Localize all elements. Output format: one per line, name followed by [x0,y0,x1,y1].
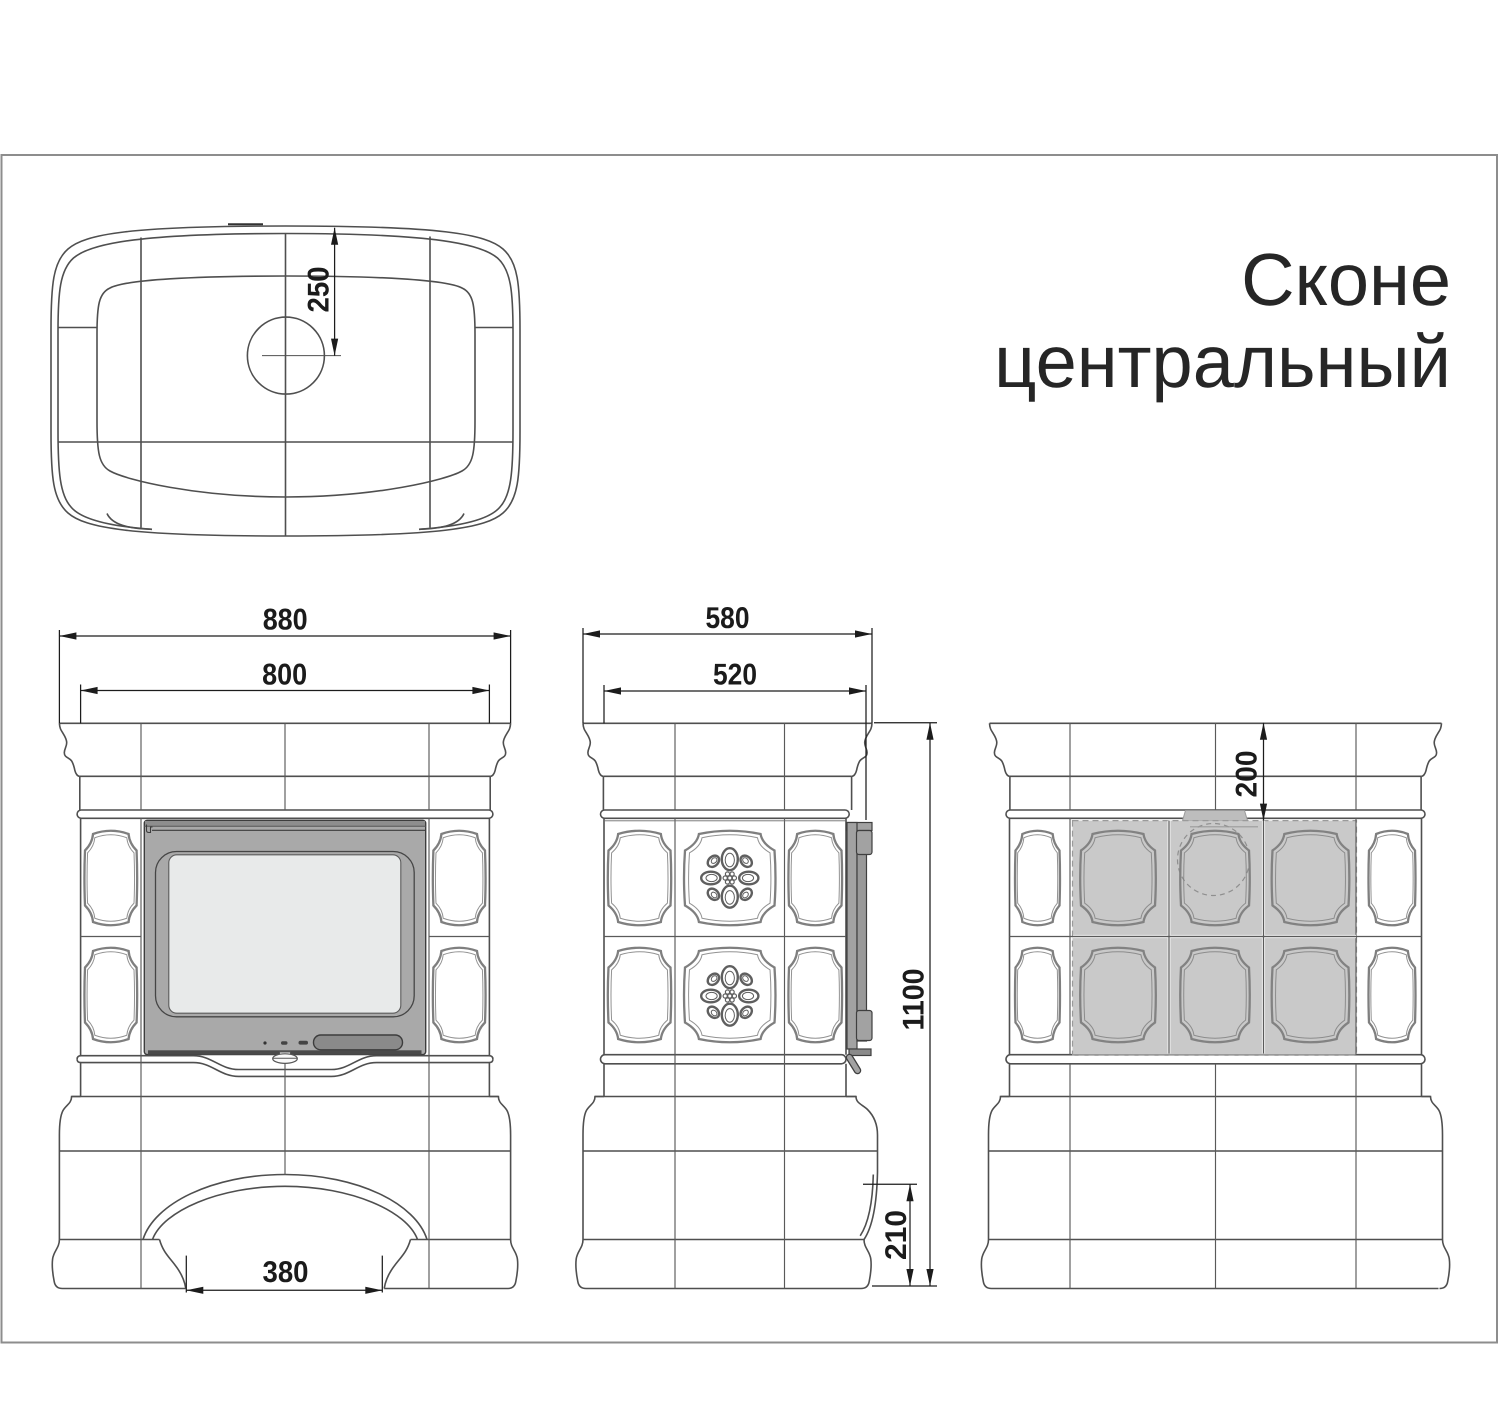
svg-text:800: 800 [262,659,307,692]
svg-text:250: 250 [303,267,336,313]
svg-text:200: 200 [1231,751,1264,798]
svg-text:Сконе: Сконе [1241,238,1451,321]
svg-text:1100: 1100 [898,969,931,1031]
svg-text:520: 520 [713,659,757,692]
svg-text:380: 380 [263,1256,309,1289]
svg-text:центральный: центральный [994,320,1451,403]
svg-text:580: 580 [706,602,750,635]
svg-text:880: 880 [263,603,308,636]
svg-text:210: 210 [880,1210,913,1260]
